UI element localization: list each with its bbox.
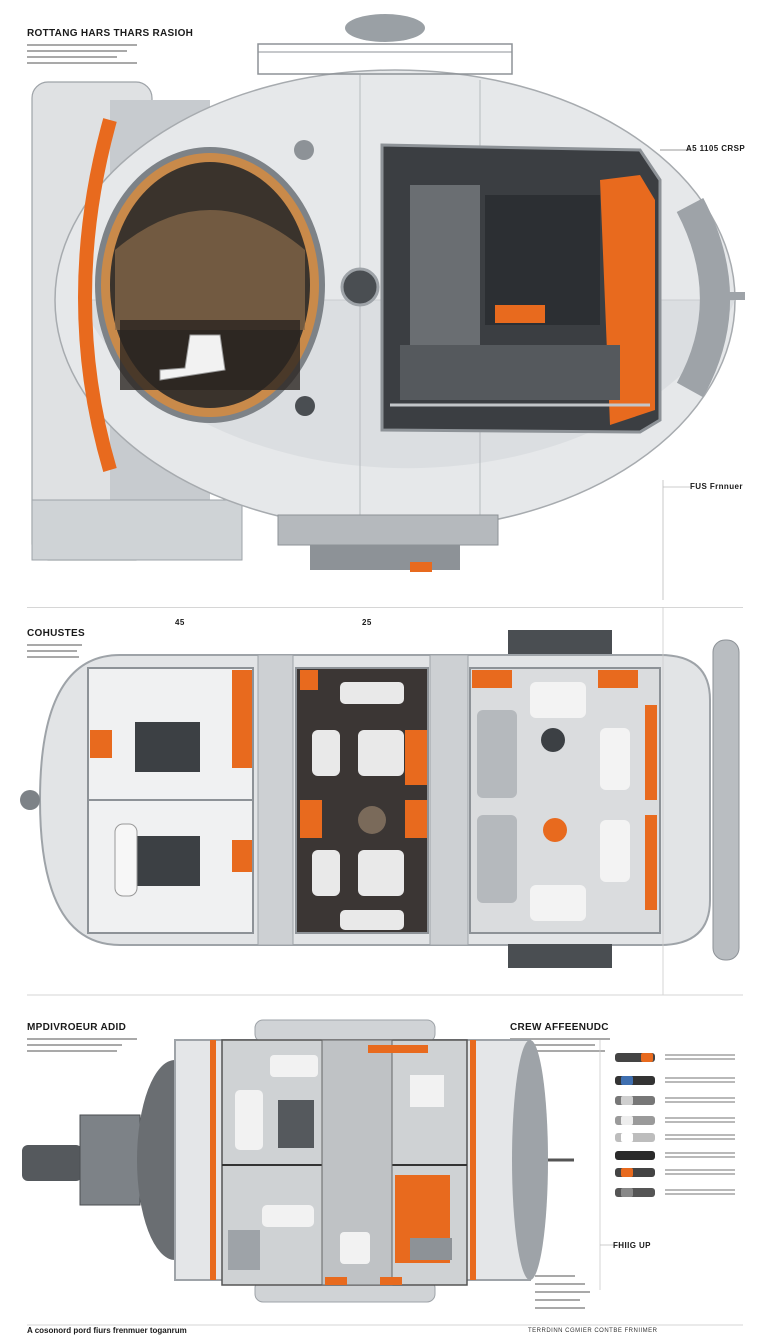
right-lounge-top — [530, 682, 586, 718]
legend-item-1 — [615, 1052, 755, 1064]
callout-top-right: A5 1105 CRSP — [686, 144, 746, 153]
floorplan-hull — [38, 654, 711, 946]
callout-mid-right: FUS Frnnuer — [690, 482, 743, 491]
orange-ring — [78, 118, 117, 472]
hull-light — [294, 140, 314, 160]
room-right — [469, 667, 661, 934]
crew-title: CREW AFFEENUDC — [510, 1022, 609, 1033]
legend-item-8 — [615, 1187, 755, 1199]
legend-item-2 — [615, 1075, 755, 1087]
marker-a: 45 — [175, 618, 185, 627]
docking-machinery — [79, 1114, 141, 1206]
bottom-vent — [508, 944, 612, 968]
hull-vent — [340, 267, 380, 307]
side-interior — [221, 1039, 468, 1286]
right-table — [543, 818, 567, 842]
rear-end-cap — [137, 1060, 213, 1260]
room-left-desk-bottom — [135, 836, 200, 886]
upper-console — [278, 1100, 314, 1148]
room-left-bed — [114, 823, 138, 897]
interior-lower-deck — [400, 345, 620, 400]
legend-item-7 — [615, 1167, 755, 1179]
floorplan-nose — [20, 790, 40, 810]
lower-orange-cabin — [395, 1175, 450, 1263]
side-cutaway-title: MPDIVROEUR ADID — [27, 1022, 127, 1033]
marker-b: 25 — [362, 618, 372, 627]
rear-base — [31, 499, 243, 561]
room-left-desk-top — [135, 722, 200, 772]
upper-bunk — [270, 1055, 318, 1077]
lower-module-base — [310, 545, 460, 570]
station-perspective-cutaway — [31, 14, 745, 600]
top-dome — [345, 14, 425, 42]
interior-back-room — [485, 195, 600, 325]
hull-port — [295, 396, 315, 416]
legend-item-4 — [615, 1115, 755, 1127]
side-hull — [174, 1039, 531, 1281]
footer-left-text: A cosonord pord fiurs frenmuer toganrum — [27, 1326, 187, 1335]
legend-item-3 — [615, 1095, 755, 1107]
legend-item-6 — [615, 1150, 755, 1162]
floorplan-end-disc — [712, 639, 740, 961]
forward-end-cap — [676, 198, 730, 398]
callout-right-bottom: FHIIG UP — [613, 1241, 651, 1250]
room-center — [295, 667, 429, 934]
interior-console — [495, 305, 545, 323]
sofa-bottom — [340, 910, 404, 930]
room-left — [87, 667, 254, 934]
legend-item-5 — [615, 1132, 755, 1144]
floorplan-title: COHUSTES — [27, 628, 85, 639]
corridor-2 — [429, 654, 469, 946]
top-observation-deck — [257, 43, 513, 75]
docking-assembly — [22, 1145, 82, 1181]
top-vent — [508, 630, 612, 654]
lower-bunk — [262, 1205, 314, 1227]
right-lounge-bottom — [530, 885, 586, 921]
lounge-chair — [159, 334, 226, 381]
page-title: ROTTANG HARS THARS RASIOH — [27, 28, 194, 39]
section-divider-1 — [27, 607, 743, 608]
footer-right-text: TERRDINN CGMIER CONTBE FRNIIMER — [528, 1328, 658, 1334]
center-table — [358, 806, 386, 834]
corridor-1 — [257, 654, 294, 946]
front-end-cap — [512, 1040, 548, 1280]
sofa-top — [340, 682, 404, 704]
lower-module — [277, 514, 499, 546]
